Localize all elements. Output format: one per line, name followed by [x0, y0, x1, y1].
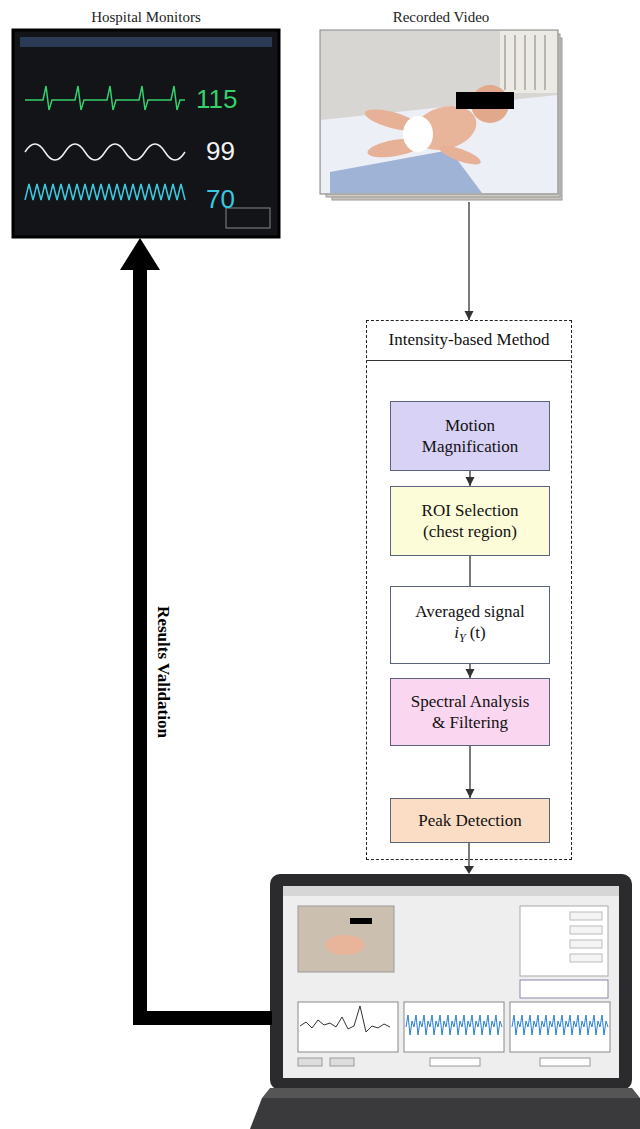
- box-label: Averaged signal: [415, 601, 525, 622]
- process-box: Peak Detection: [390, 798, 550, 843]
- text-holder: Spectral Analysis & Filtering: [391, 691, 549, 733]
- video-frame: [320, 30, 558, 194]
- output-arrow: [468, 842, 469, 868]
- flow-arrow: [468, 202, 469, 320]
- incubator-rails: [505, 35, 545, 90]
- process-box: Averaged signaliY (t): [390, 586, 550, 664]
- box-label: Peak Detection: [418, 810, 521, 831]
- app-plot: [510, 1002, 610, 1052]
- resp-wave: [25, 184, 185, 200]
- text-holder: Hospital Monitors: [12, 4, 280, 26]
- app-video: [298, 906, 394, 972]
- group-title: Intensity-based Method: [373, 329, 565, 350]
- laptop-bezel: [270, 874, 632, 1090]
- laptop-screen: [283, 886, 619, 1078]
- app-menubar: [283, 886, 619, 896]
- box-label: Motion Magnification: [405, 415, 535, 457]
- baby-arm: [437, 142, 482, 168]
- app-field: [570, 954, 602, 962]
- vital-value: 115: [196, 84, 237, 115]
- plot-signal: [512, 1015, 608, 1035]
- app-field: [570, 912, 602, 920]
- vital-value: 99: [206, 136, 235, 167]
- blanket: [321, 95, 557, 193]
- app-field: [540, 1058, 590, 1066]
- box-label: ROI Selection (chest region): [405, 500, 535, 542]
- process-box: Spectral Analysis & Filtering: [390, 678, 550, 746]
- symbol-part: Y: [459, 631, 466, 645]
- vital-value: 70: [206, 184, 235, 215]
- laptop-hinge: [262, 1088, 640, 1098]
- pleth-wave: [25, 144, 185, 160]
- flow-arrow: [469, 556, 470, 586]
- text-holder: Peak Detection: [404, 810, 535, 831]
- app-censor: [350, 918, 372, 924]
- image-title: Recorded Video: [318, 8, 564, 26]
- text-holder: Motion Magnification: [391, 415, 549, 457]
- method-group: Intensity-based MethodMotion Magnificati…: [366, 320, 572, 860]
- box-label: Spectral Analysis & Filtering: [405, 691, 535, 733]
- image-title: Hospital Monitors: [12, 8, 280, 26]
- process-box: Motion Magnification: [390, 401, 550, 471]
- flow-arrow: [469, 471, 470, 486]
- app-baby: [325, 935, 365, 955]
- app-button: [298, 1058, 322, 1066]
- output-arrowhead: [464, 866, 474, 874]
- app-field: [570, 940, 602, 948]
- symbol-part: i: [454, 623, 459, 642]
- app-field: [430, 1058, 480, 1066]
- laptop-base: [250, 1098, 640, 1129]
- monitor-titlebar: [20, 37, 272, 47]
- signal-symbol: iY (t): [415, 622, 525, 649]
- app-plot: [298, 1002, 398, 1052]
- flow-arrow: [469, 664, 470, 678]
- flow-arrow: [469, 746, 470, 798]
- plot-signal: [300, 1006, 390, 1032]
- process-box: ROI Selection (chest region): [390, 486, 550, 556]
- text-holder: Intensity-based Method: [367, 321, 571, 361]
- ecg-wave: [25, 86, 185, 110]
- censor-bar: [456, 92, 514, 109]
- monitor-frame: [13, 30, 279, 237]
- app-field: [570, 926, 602, 934]
- monitor-image: Hospital Monitors: [12, 4, 280, 240]
- app-button: [330, 1058, 354, 1066]
- app-listbox: [520, 980, 608, 998]
- diaper: [403, 116, 433, 152]
- app-panel: [520, 906, 608, 976]
- symbol-part: (t): [470, 623, 486, 642]
- text-holder: ROI Selection (chest region): [391, 500, 549, 542]
- app-plot: [404, 1002, 504, 1052]
- validation-arrow: [120, 238, 272, 1025]
- plot-signal: [406, 1015, 502, 1035]
- text-holder: Averaged signaliY (t): [401, 601, 539, 649]
- video-frames: Recorded Video: [318, 4, 564, 202]
- incubator-wall: [500, 31, 557, 93]
- arrow-label: Results Validation: [153, 606, 173, 738]
- text-holder: Recorded Video: [318, 4, 564, 26]
